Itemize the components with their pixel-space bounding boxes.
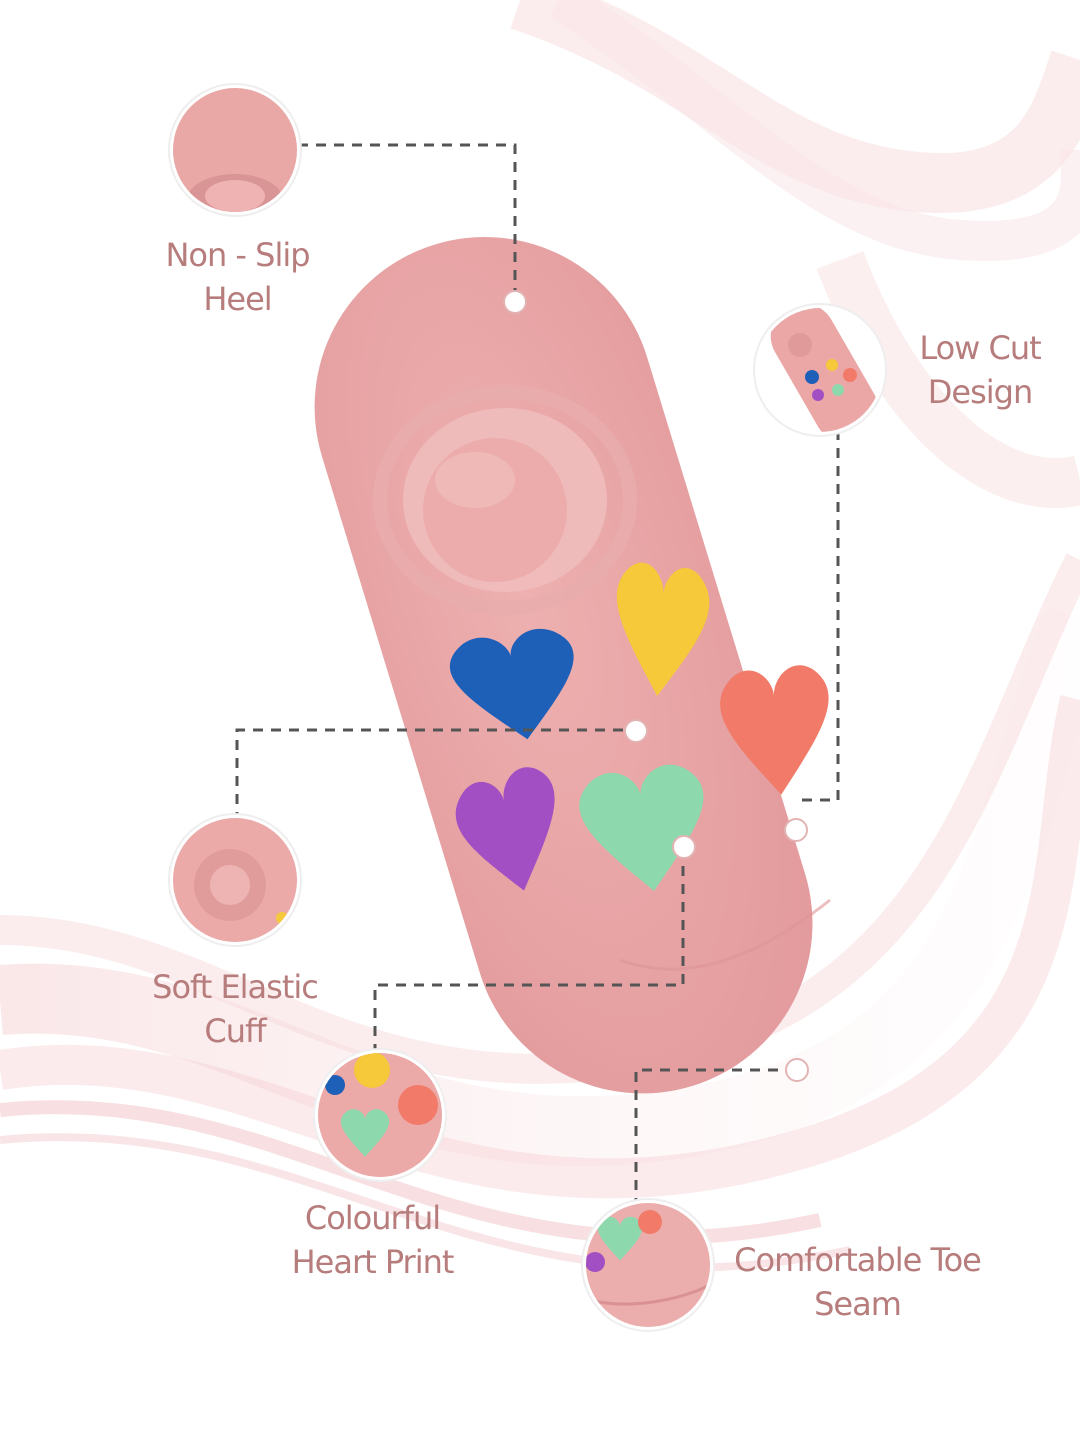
feature-label-non-slip-heel: Non - Slip Heel	[140, 233, 335, 321]
sock-image	[314, 237, 831, 1094]
feature-label-low-cut-design: Low Cut Design	[890, 326, 1070, 414]
feature-label-line: Heel	[203, 280, 272, 318]
feature-label-line: Soft Elastic	[152, 968, 319, 1006]
feature-label-line: Comfortable Toe	[734, 1241, 982, 1279]
feature-label-soft-elastic-cuff: Soft Elastic Cuff	[135, 965, 335, 1053]
feature-label-line: Heart Print	[291, 1243, 455, 1281]
cuff-closeup-icon	[168, 813, 302, 947]
heel-closeup-icon	[168, 83, 302, 217]
feature-label-line: Seam	[814, 1285, 902, 1323]
feature-label-line: Colourful	[304, 1199, 441, 1237]
leader-lines	[235, 143, 840, 1205]
feature-label-line: Non - Slip	[165, 236, 310, 274]
feature-label-line: Design	[927, 373, 1033, 411]
feature-label-line: Low Cut	[919, 329, 1041, 367]
heart-print	[449, 562, 829, 891]
feature-label-comfortable-toe-seam: Comfortable Toe Seam	[715, 1238, 1000, 1326]
anchor-dots	[503, 290, 809, 1082]
hearts-closeup-icon	[313, 1048, 447, 1182]
feature-label-colourful-heart-print: Colourful Heart Print	[275, 1196, 470, 1284]
feature-label-line: Cuff	[204, 1012, 266, 1050]
sock-closeup-icon	[753, 303, 887, 437]
toe-closeup-icon	[581, 1198, 715, 1332]
